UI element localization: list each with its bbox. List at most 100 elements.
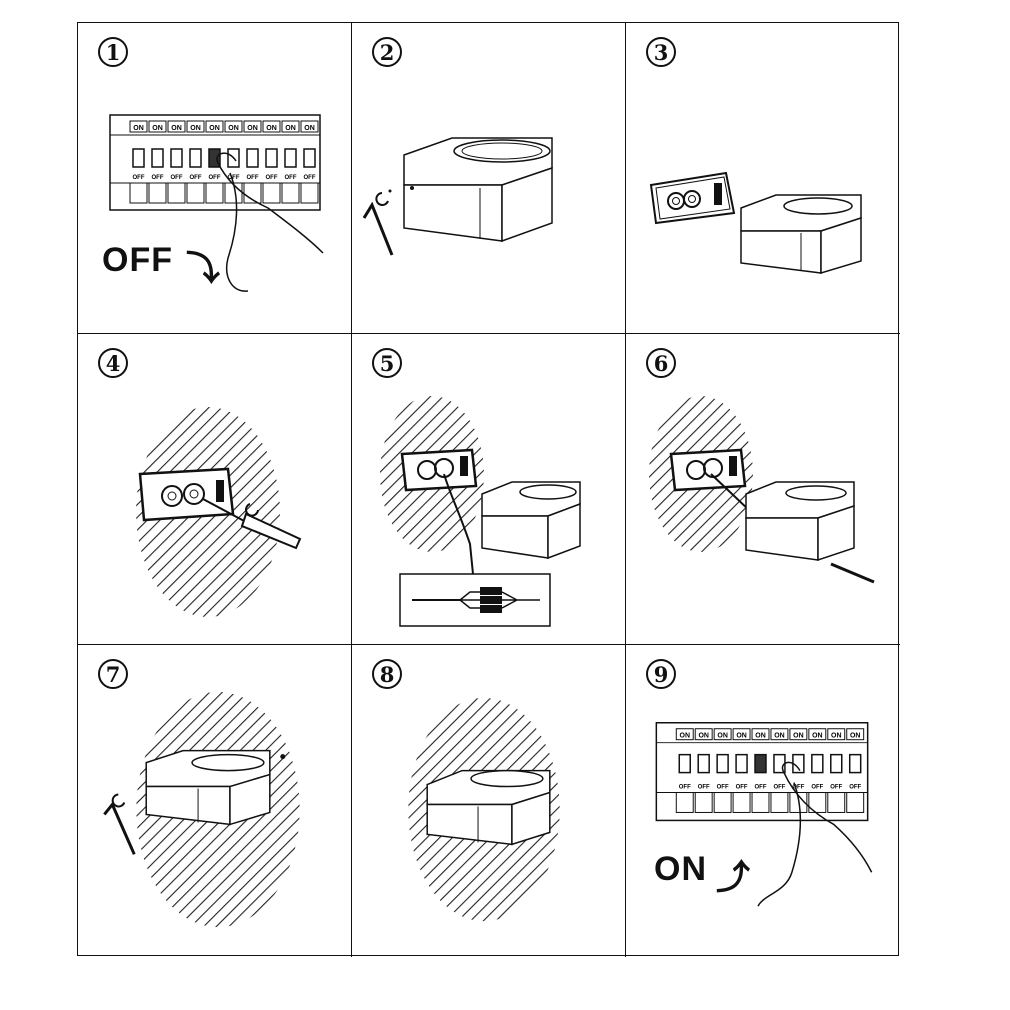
breaker-off-text: OFF: [698, 785, 710, 791]
breaker-base: [770, 792, 789, 813]
breaker-on-label: [675, 728, 694, 741]
breaker-switch: [754, 753, 767, 774]
separate-mounting-plate-illustration: [649, 171, 862, 275]
breaker-on-label: [300, 120, 319, 133]
breaker-base: [205, 182, 224, 204]
breaker-base: [675, 792, 694, 813]
breaker-switch: [716, 753, 729, 774]
breaker-switch: [170, 148, 183, 168]
breaker-on-label: [751, 728, 770, 741]
breaker-off-text: OFF: [133, 175, 145, 181]
breaker-base: [694, 792, 713, 813]
breaker-base: [808, 792, 827, 813]
step-9-panel: 9 ON OFF ON OFF ON OFF ON OFF ON OFF ON OFF ON OFF ON O…: [626, 645, 900, 957]
breaker-on-label: [713, 728, 732, 741]
breaker-on-text: ON: [812, 733, 822, 740]
hex-key-icon: [362, 189, 394, 256]
breaker-on-text: ON: [285, 125, 296, 132]
tighten-fixture-illustration: [103, 691, 300, 928]
off-caption: OFF: [102, 241, 173, 279]
breaker-on-label: [770, 728, 789, 741]
breaker-off-text: OFF: [171, 175, 183, 181]
breaker-base: [789, 792, 808, 813]
breaker-off-text: OFF: [304, 175, 316, 181]
breaker-on-text: ON: [680, 733, 690, 740]
breaker-switch: [678, 753, 691, 774]
step-number: 9: [646, 659, 676, 689]
breaker-switch: [265, 148, 278, 168]
breaker-on-text: ON: [850, 733, 860, 740]
breaker-switch: [246, 148, 259, 168]
breaker-base: [129, 182, 148, 204]
wire-connector-detail: [399, 573, 551, 627]
breaker-base: [281, 182, 300, 204]
connect-wires-illustration: [380, 396, 581, 627]
breaker-on-label: [129, 120, 148, 133]
breaker-base: [827, 792, 846, 813]
breaker-on-label: [281, 120, 300, 133]
screw-icon: [245, 503, 259, 517]
breaker-off-text: OFF: [736, 785, 748, 791]
breaker-on-text: ON: [304, 125, 315, 132]
breaker-switch: [303, 148, 316, 168]
breaker-off-text: OFF: [266, 175, 278, 181]
breaker-on-text: ON: [209, 125, 220, 132]
breaker-on-text: ON: [698, 733, 708, 740]
breaker-base: [846, 792, 865, 813]
step-number: 6: [646, 348, 676, 378]
breaker-on-text: ON: [793, 733, 803, 740]
breaker-on-label: [694, 728, 713, 741]
breaker-box: ONOFFONOFFONOFFONOFFONOFFONOFFONOFFONOFF…: [109, 114, 321, 211]
step-number: 2: [372, 37, 402, 67]
breaker-off-text: OFF: [209, 175, 221, 181]
breaker-on-text: ON: [717, 733, 727, 740]
breaker-base: [713, 792, 732, 813]
breaker-on-illustration: ONOFFONOFFONOFFONOFFONOFFONOFFONOFFONOFF…: [655, 722, 873, 907]
breaker-on-label: [262, 120, 281, 133]
step-3-panel: 3: [626, 23, 900, 334]
breaker-off-text: OFF: [152, 175, 164, 181]
breaker-on-text: ON: [247, 125, 258, 132]
breaker-switch: [830, 753, 843, 774]
breaker-on-text: ON: [755, 733, 765, 740]
step-number: 7: [98, 659, 128, 689]
breaker-off-text: OFF: [830, 785, 842, 791]
breaker-off-text: OFF: [849, 785, 861, 791]
breaker-switch: [735, 753, 748, 774]
breaker-off-text: OFF: [773, 785, 785, 791]
breaker-on-label: [167, 120, 186, 133]
wall-light-fixture: [403, 137, 553, 243]
step-2-panel: 2: [352, 23, 626, 334]
breaker-on-label: [205, 120, 224, 133]
breaker-off-text: OFF: [247, 175, 259, 181]
breaker-off-text: OFF: [792, 785, 804, 791]
wall-light-fixture: [145, 749, 271, 826]
step-7-panel: 7: [78, 645, 352, 957]
breaker-on-label: [827, 728, 846, 741]
breaker-on-text: ON: [228, 125, 239, 132]
step-number: 5: [372, 348, 402, 378]
breaker-off-text: OFF: [228, 175, 240, 181]
fix-mounting-plate-illustration: [136, 407, 302, 617]
breaker-off-text: OFF: [811, 785, 823, 791]
step-number: 4: [98, 348, 128, 378]
breaker-on-label: [186, 120, 205, 133]
breaker-switch: [151, 148, 164, 168]
on-caption: ON: [654, 850, 707, 888]
turn-down-arrow-icon: ⤵: [186, 249, 220, 289]
step-4-panel: 4: [78, 334, 352, 645]
breaker-on-label: [808, 728, 827, 741]
mounting-plate: [138, 467, 235, 522]
breaker-on-text: ON: [736, 733, 746, 740]
breaker-on-text: ON: [831, 733, 841, 740]
step-5-panel: 5: [352, 334, 626, 645]
breaker-switch: [132, 148, 145, 168]
breaker-box: ONOFFONOFFONOFFONOFFONOFFONOFFONOFFONOFF…: [655, 722, 869, 822]
turn-up-arrow-icon: ⤴: [716, 858, 750, 898]
step-number: 3: [646, 37, 676, 67]
step-8-panel: 8: [352, 645, 626, 957]
unscrew-fixture-illustration: [362, 137, 553, 256]
breaker-base: [262, 182, 281, 204]
